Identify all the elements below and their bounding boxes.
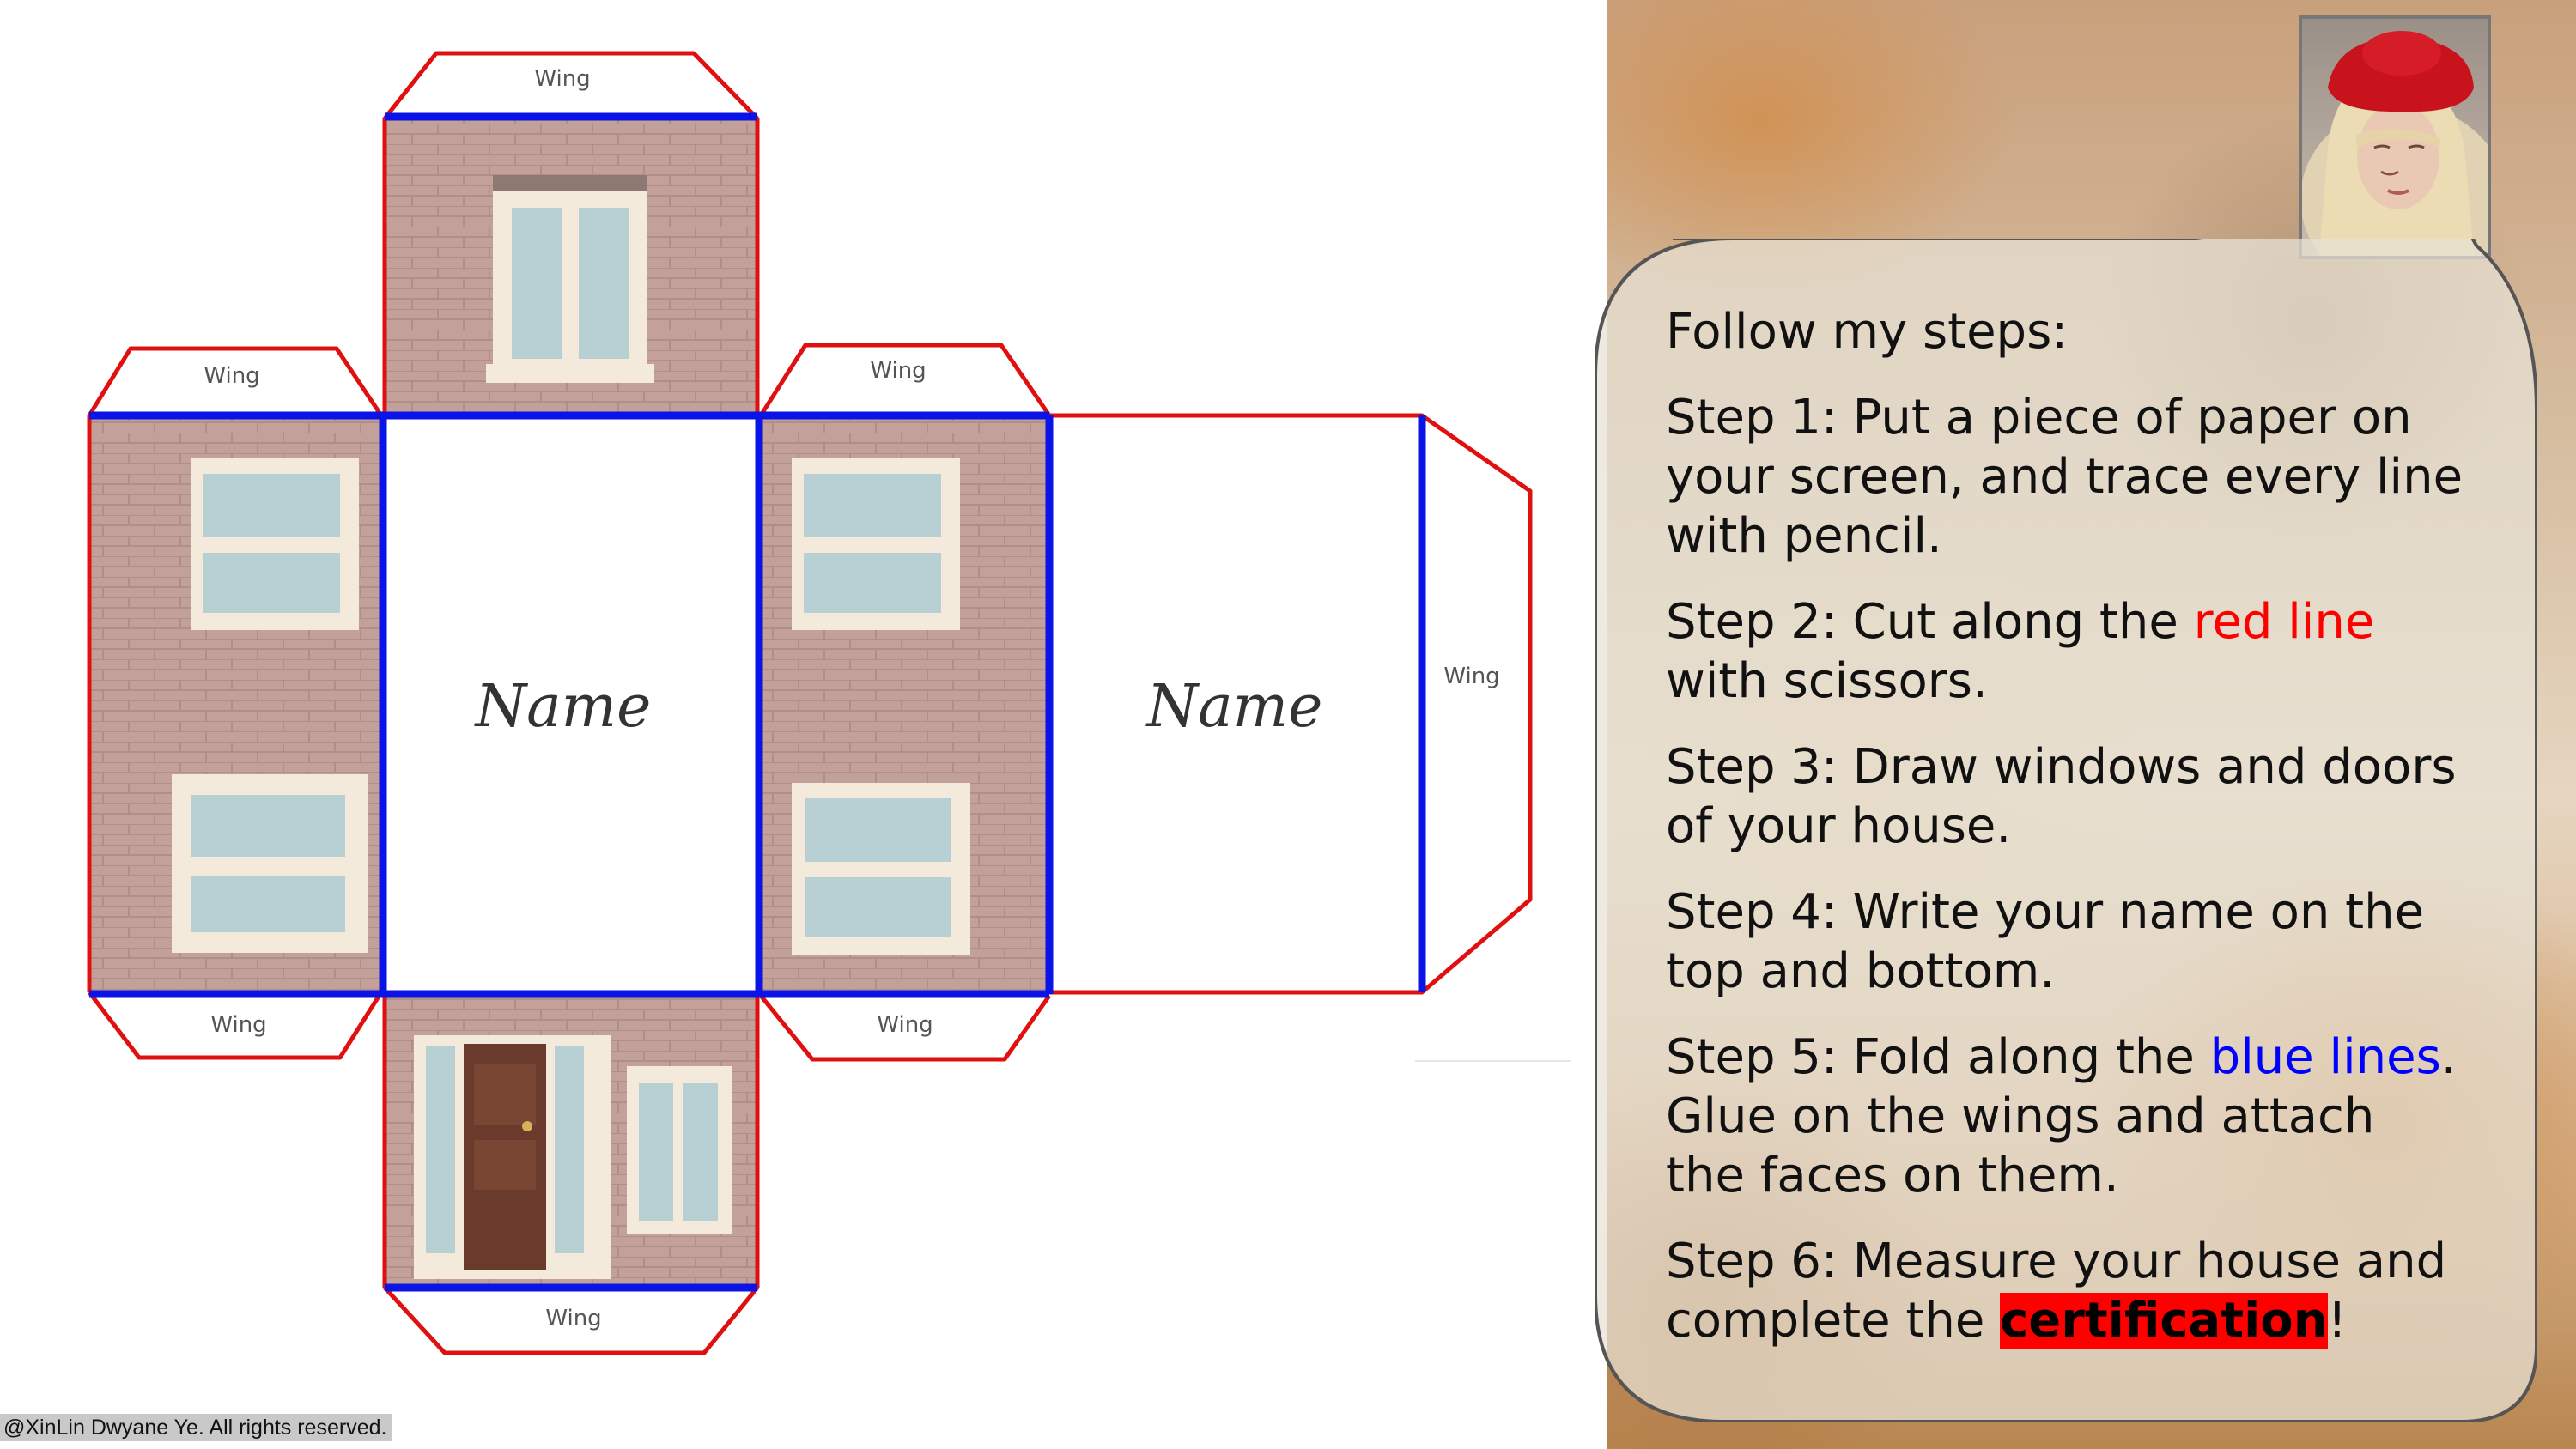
step-6: Step 6: Measure your house and complete …: [1666, 1232, 2464, 1350]
instructions-intro: Follow my steps:: [1666, 304, 2069, 360]
blue-fold-lines: [89, 112, 1426, 1292]
speech-bubble: [1595, 239, 2537, 1422]
step-1: Step 1: Put a piece of paper on your scr…: [1666, 390, 2464, 564]
window-bottom: [627, 1066, 732, 1234]
house-net-template: Wing Wing Wing Wing Wing Wing Wing Name …: [87, 51, 1571, 1355]
window-right-upper: [792, 458, 960, 630]
step-2: Step 2: Cut along the red line with scis…: [1666, 592, 2464, 711]
step-5-text-end: . Glue on the wings and attach the faces…: [1666, 1029, 2457, 1203]
step-2-text: Step 2: Cut along the: [1666, 594, 2194, 650]
wing-label-side: Wing: [1443, 664, 1499, 689]
name-label-roof: Name: [474, 673, 652, 741]
window-left-lower: [172, 774, 368, 953]
copyright-notice: @XinLin Dwyane Ye. All rights reserved.: [0, 1414, 392, 1441]
step-5: Step 5: Fold along the blue lines. Glue …: [1666, 1028, 2464, 1205]
step-3: Step 3: Draw windows and doors of your h…: [1666, 739, 2457, 854]
wing-label-left-top: Wing: [204, 363, 259, 389]
step-2-text-end: with scissors.: [1666, 653, 1988, 709]
window-left-upper: [191, 458, 359, 630]
wing-label-right-bottom: Wing: [877, 1012, 933, 1038]
wing-label-top: Wing: [534, 66, 590, 92]
step-2-red-line: red line: [2193, 594, 2375, 650]
step-4: Step 4: Write your name on the top and b…: [1666, 884, 2425, 999]
guide-portrait: [2299, 15, 2491, 259]
name-label-floor: Name: [1145, 673, 1323, 741]
step-5-text: Step 5: Fold along the: [1666, 1029, 2210, 1085]
wing-label-left-bottom: Wing: [210, 1012, 266, 1038]
front-door: [414, 1035, 611, 1279]
step-5-blue-lines: blue lines: [2209, 1029, 2441, 1085]
window-right-lower: [792, 783, 970, 955]
wing-label-bottom: Wing: [545, 1306, 601, 1331]
red-cut-lines: [87, 51, 1533, 1355]
instructions: Follow my steps: Step 1: Put a piece of …: [1666, 302, 2464, 1377]
wing-label-right-top: Wing: [870, 358, 926, 384]
step-6-certification: certification: [2000, 1293, 2328, 1349]
step-6-text: Step 6: Measure your house and complete …: [1666, 1234, 2447, 1349]
step-6-text-end: !: [2327, 1293, 2348, 1349]
window-top: [486, 175, 654, 383]
